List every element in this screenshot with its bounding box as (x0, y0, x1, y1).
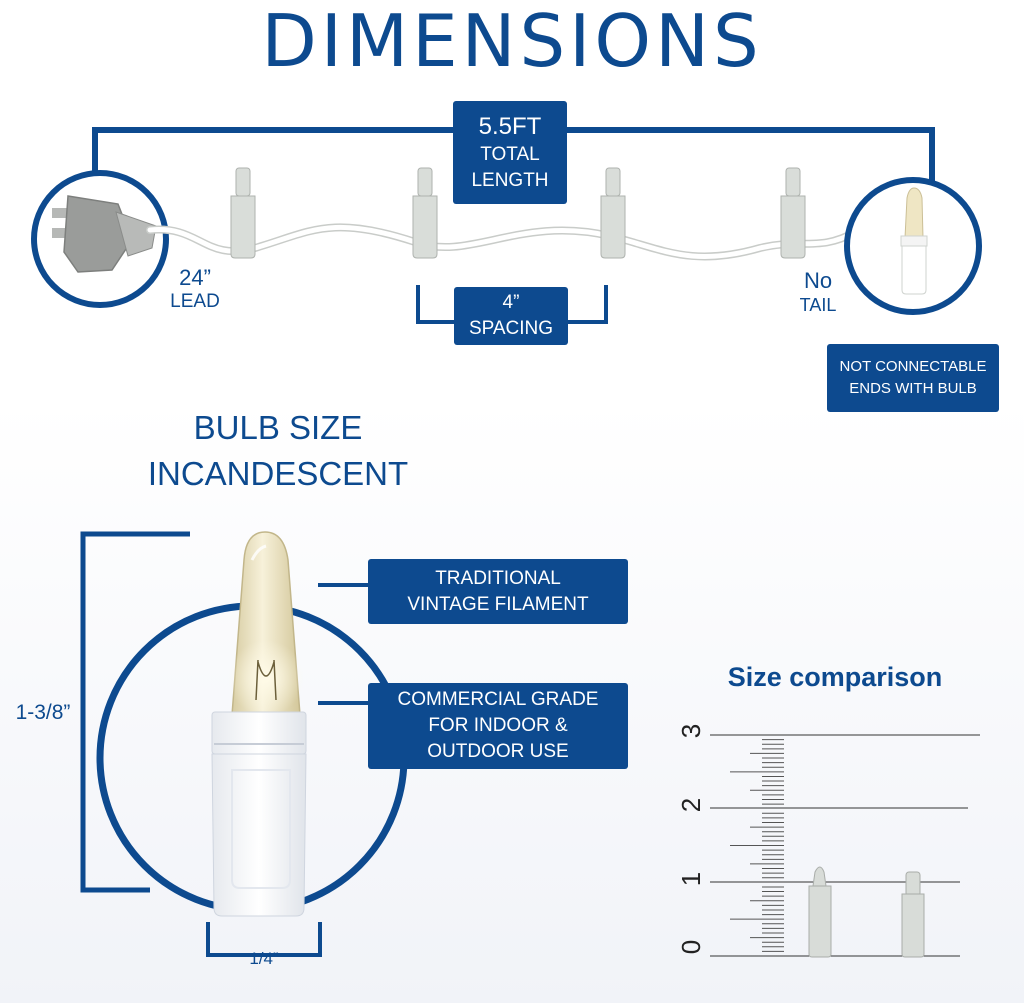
grade-line3: OUTDOOR USE (427, 741, 569, 762)
width-bracket (206, 922, 322, 957)
socket-3 (600, 167, 626, 259)
end-note-box: NOT CONNECTABLE ENDS WITH BULB (827, 344, 999, 412)
filament-line1: TRADITIONAL (435, 567, 561, 589)
tick-label-0: 0 (676, 939, 706, 955)
end-note-line1: NOT CONNECTABLE (839, 358, 987, 375)
tail-label: No TAIL (786, 268, 850, 316)
filament-callout: TRADITIONAL VINTAGE FILAMENT (368, 559, 628, 624)
bulb-heading: BULB SIZE INCANDESCENT (128, 405, 428, 497)
ruler-ticks (730, 739, 784, 952)
tick-label-3: 3 (676, 723, 706, 739)
socket-1 (230, 167, 256, 259)
spacing-text: SPACING (468, 318, 554, 339)
total-length-box: 5.5FT TOTAL LENGTH (453, 101, 567, 204)
tick-label-1: 1 (676, 871, 706, 887)
grade-line1: COMMERCIAL GRADE (397, 689, 599, 710)
lead-value: 24” (179, 265, 211, 290)
tick-label-2: 2 (676, 797, 706, 813)
total-length-value: 5.5FT (478, 112, 542, 140)
comparison-bulb-icon (808, 866, 832, 958)
end-note-line2: ENDS WITH BULB (849, 380, 977, 397)
lead-text: LEAD (170, 291, 220, 312)
total-length-line2: LENGTH (471, 169, 549, 191)
spacing-box: 4” SPACING (454, 287, 568, 345)
bulb-heading-line2: INCANDESCENT (147, 455, 409, 492)
spacing-value: 4” (502, 292, 520, 313)
comparison-title: Size comparison (727, 662, 943, 692)
grade-line2: FOR INDOOR & (428, 715, 568, 736)
bulb-width-label: 1/4” (249, 949, 279, 968)
plug-icon (52, 195, 157, 273)
socket-4 (780, 167, 806, 259)
total-length-line1: TOTAL (480, 143, 540, 165)
large-bulb-icon (211, 531, 307, 917)
tail-value: No (803, 268, 833, 293)
comparison-socket-icon (901, 871, 925, 958)
socket-2 (412, 167, 438, 259)
grade-callout: COMMERCIAL GRADE FOR INDOOR & OUTDOOR US… (368, 683, 628, 769)
page-title: DIMENSIONS (261, 0, 763, 83)
tail-text: TAIL (799, 295, 837, 315)
filament-line2: VINTAGE FILAMENT (407, 593, 589, 615)
lead-label: 24” LEAD (160, 266, 230, 314)
bulb-height-label: 1-3/8” (15, 701, 71, 724)
end-bulb-icon (900, 187, 928, 295)
height-bracket (80, 531, 190, 893)
bulb-heading-line1: BULB SIZE (193, 409, 363, 446)
